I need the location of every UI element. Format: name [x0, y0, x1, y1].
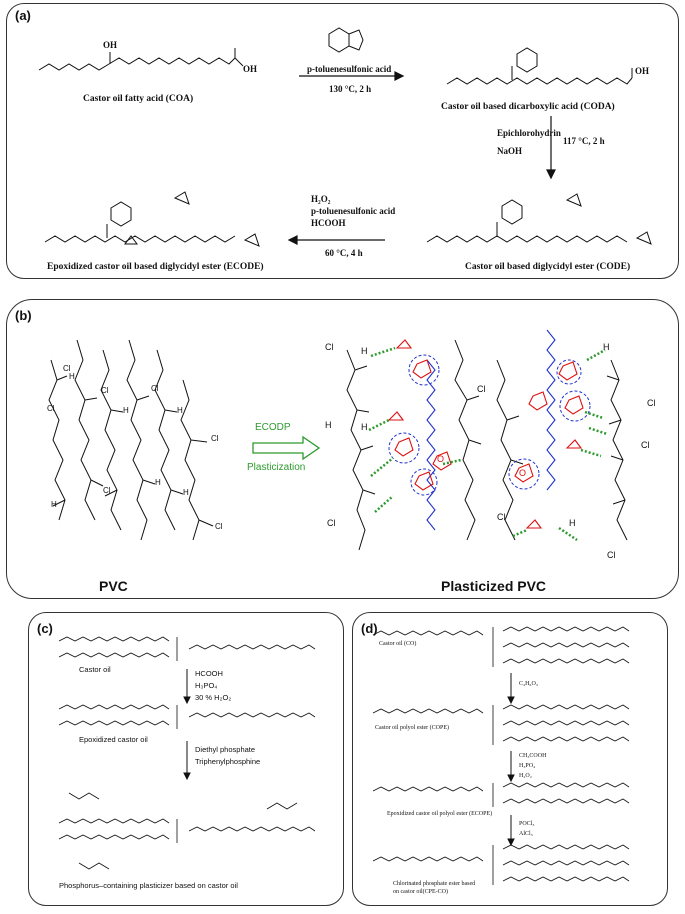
plasticized-atom-h: H — [361, 346, 368, 356]
panel-a-synthesis-scheme: (a) — [6, 3, 679, 279]
plasticized-pvc-chains — [346, 339, 628, 551]
panel-b-label: (b) — [15, 308, 32, 323]
pvc-caption: PVC — [99, 578, 128, 594]
hydrogen-bonds — [368, 346, 608, 542]
plasticized-pvc-caption: Plasticized PVC — [441, 578, 547, 594]
panel-d-step3-reagent-1: POCl₃ — [519, 821, 535, 827]
panel-c-structures — [58, 636, 316, 870]
panel-d-step2-reagent-3: H₂O₂ — [519, 773, 532, 779]
ecope-structure — [372, 786, 484, 792]
coa-oh-label: OH — [103, 40, 118, 50]
plasticized-atom-cl: Cl — [325, 342, 334, 352]
ecode-structure — [44, 235, 236, 243]
pvc-atom-cl: Cl — [47, 404, 55, 413]
cope-caption: Castor oil polyol ester (COPE) — [375, 725, 449, 731]
plasticized-atom-h: H — [361, 422, 368, 432]
phthalic-anhydride-structure — [328, 27, 350, 53]
coda-structure — [446, 77, 633, 85]
pvc-network — [48, 339, 214, 541]
panel-c-label: (c) — [37, 621, 53, 636]
panel-d-chlorinated-phosphate-ester-scheme: (d) — [352, 612, 668, 906]
panel-d-step3-reagent-2: AlCl₃ — [519, 831, 533, 837]
code-structure — [426, 235, 628, 243]
pvc-atom-h: H — [183, 488, 189, 497]
castor-oil-structure — [58, 636, 170, 642]
panel-b-plasticization-mechanism: (b) — [6, 299, 679, 599]
plasticized-atom-h: H — [325, 420, 332, 430]
pvc-atom-cl: Cl — [63, 364, 71, 373]
plasticizer-ester-groups — [387, 339, 584, 529]
panel-c-phosphorus-plasticizer-scheme: (c) Castor oil HCOOH H₃PO₄ 30 % H — [28, 612, 344, 906]
plasticized-atom-cl: Cl — [477, 384, 486, 394]
cpe-co-caption-line2: on castor oil(CPE-CO) — [393, 889, 448, 895]
step3-conditions: 60 °C, 4 h — [325, 248, 363, 258]
pvc-atom-h: H — [123, 406, 129, 415]
arrow-label-plasticization: Plasticization — [247, 462, 306, 473]
plasticized-atom-o: O — [437, 454, 445, 464]
pvc-atom-cl: Cl — [211, 434, 219, 443]
coa-acid-oh-label: OH — [243, 64, 258, 74]
panel-d-step2-reagent-1: CH₃COOH — [519, 753, 547, 759]
castor-oil-co-structure — [372, 630, 484, 636]
pvc-atom-cl: Cl — [215, 522, 223, 531]
coda-acid-oh-label: OH — [635, 66, 650, 76]
plasticization-arrow — [252, 435, 321, 461]
arrow-label-ecodp: ECODP — [255, 422, 291, 433]
pvc-atom-cl: Cl — [151, 384, 159, 393]
ecode-caption: Epoxidized castor oil based diglycidyl e… — [47, 262, 264, 272]
castor-oil-co-caption: Castor oil (CO) — [379, 641, 417, 647]
panel-c-step1-reagent-1: HCOOH — [195, 669, 223, 678]
ecope-caption: Epoxidized castor oil polyol ester (ECOP… — [387, 811, 493, 817]
pvc-atom-h: H — [69, 372, 75, 381]
castor-oil-caption: Castor oil — [79, 665, 111, 674]
plasticized-atom-cl: Cl — [647, 398, 656, 408]
cope-structure — [372, 708, 484, 714]
panel-a-structures — [38, 27, 652, 247]
code-caption: Castor oil based diglycidyl ester (CODE) — [465, 262, 631, 272]
panel-d-label: (d) — [361, 621, 378, 636]
panel-c-step2-reagent-1: Diethyl phosphate — [195, 745, 256, 754]
step3-reagent-1: H₂O₂ — [311, 194, 331, 204]
coa-structure — [38, 57, 236, 71]
plasticized-atom-cl: Cl — [327, 518, 336, 528]
panel-d-step2-reagent-2: H₃PO₄ — [519, 763, 536, 769]
panel-d-structures — [372, 626, 630, 885]
plasticized-atom-h: H — [603, 342, 610, 352]
plasticizer-alkyl-chains — [426, 329, 556, 531]
step3-reagent-2: p-toluenesulfonic acid — [311, 206, 396, 216]
plasticized-atom-cl: Cl — [641, 440, 650, 450]
panel-a-label: (a) — [15, 8, 31, 23]
coa-caption: Castor oil fatty acid (COA) — [83, 94, 194, 104]
panel-c-step1-reagent-3: 30 % H₂O₂ — [195, 693, 232, 702]
step2-reagent-2: NaOH — [497, 146, 523, 156]
phosphorus-plasticizer-caption: Phosphorus–containing plasticizer based … — [59, 881, 238, 890]
pvc-atom-cl: Cl — [103, 486, 111, 495]
step1-conditions: 130 °C, 2 h — [329, 84, 372, 94]
step2-reagent-1: Epichlorohydrin — [497, 128, 561, 138]
pvc-atom-cl: Cl — [101, 386, 109, 395]
pvc-atom-h: H — [155, 478, 161, 487]
plasticized-atom-h: H — [569, 518, 576, 528]
epoxidized-castor-oil-caption: Epoxidized castor oil — [79, 735, 148, 744]
interaction-highlight-circles — [388, 354, 591, 496]
panel-d-step1-reagent: C₄H₆O₃ — [519, 681, 538, 687]
step3-reagent-3: HCOOH — [311, 218, 346, 228]
coda-caption: Castor oil based dicarboxylic acid (CODA… — [441, 102, 615, 112]
panel-b-structures — [48, 329, 628, 551]
step2-conditions: 117 °C, 2 h — [563, 136, 605, 146]
cpe-co-structure — [372, 856, 484, 862]
pvc-atom-h: H — [177, 406, 183, 415]
epoxidized-castor-oil-structure — [58, 704, 170, 710]
plasticized-atom-cl: Cl — [607, 550, 616, 560]
phosphorus-plasticizer-structure — [58, 818, 170, 824]
plasticized-atom-o: O — [519, 468, 527, 478]
panel-c-step1-reagent-2: H₃PO₄ — [195, 681, 218, 690]
plasticized-atom-cl: Cl — [497, 512, 506, 522]
panel-c-step2-reagent-2: Triphenylphosphine — [195, 757, 261, 766]
step1-reagent: p-toluenesulfonic acid — [307, 64, 392, 74]
pvc-atom-h: H — [51, 500, 57, 509]
cpe-co-caption-line1: Chlorinated phosphate ester based — [393, 881, 476, 887]
